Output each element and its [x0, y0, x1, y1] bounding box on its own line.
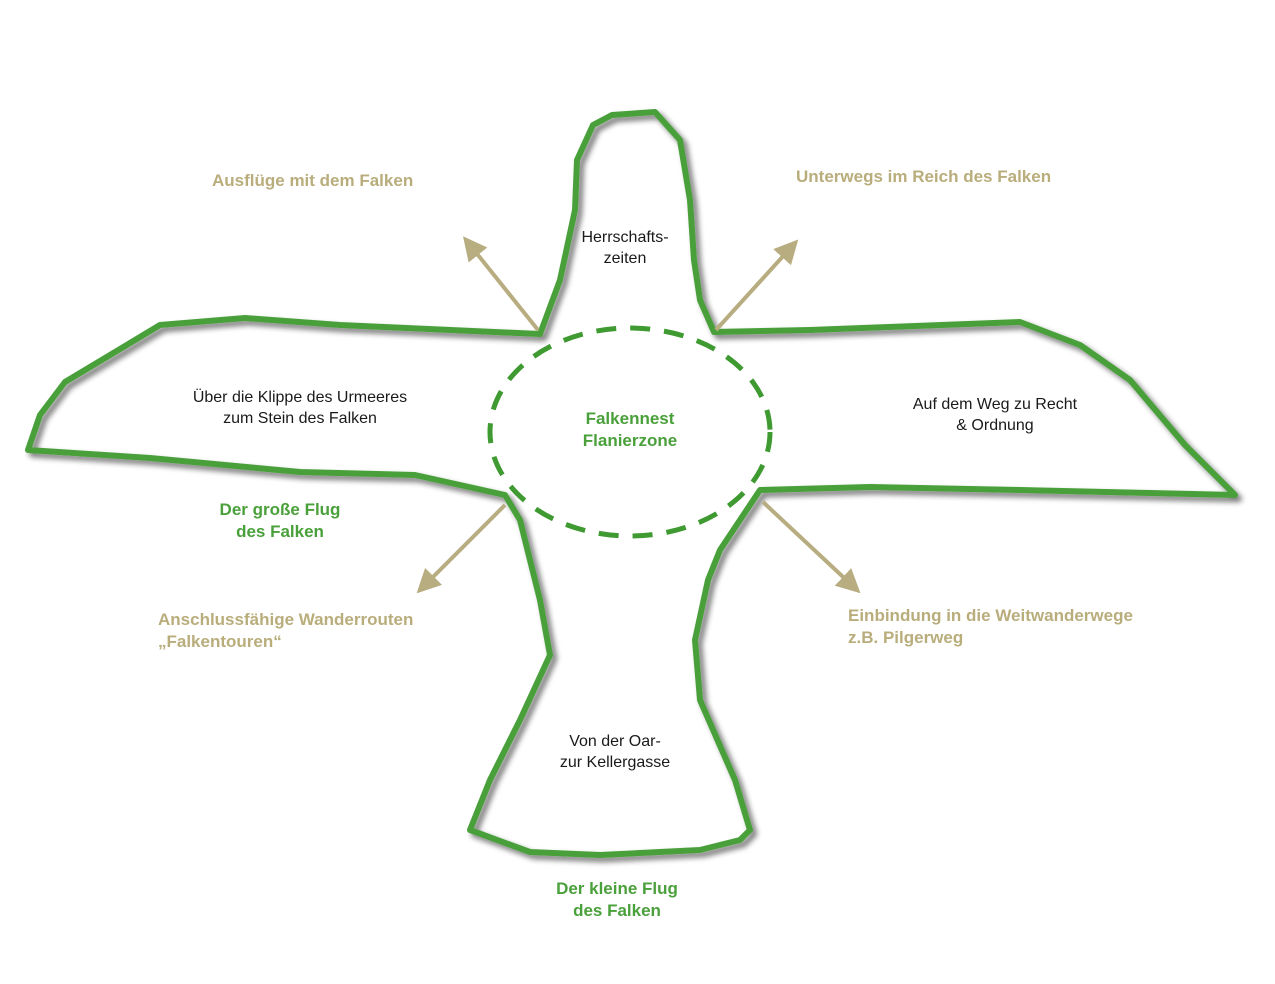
arrow-bottom-right [761, 500, 861, 594]
arrow-bottom-left [416, 503, 507, 594]
small-flight-title: Der kleine Flug des Falken [556, 879, 678, 921]
extension-bottom-left-label: Anschlussfähige Wanderrouten „Falkentour… [158, 610, 414, 652]
arrow-top-left [463, 236, 540, 332]
extension-top-left-label: Ausflüge mit dem Falken [212, 171, 414, 190]
nest-zone-label: Falkennest Flanierzone [582, 409, 678, 451]
nest-zone-ellipse [487, 325, 773, 539]
arrow-top-right [714, 239, 799, 332]
extension-top-right-label: Unterwegs im Reich des Falken [796, 167, 1052, 186]
extension-bottom-right-label: Einbindung in die Weitwanderwege z.B. Pi… [848, 606, 1133, 648]
head-zone-label: Herrschafts- zeiten [581, 229, 669, 267]
right-wing-zone-label: Auf dem Weg zu Recht & Ordnung [912, 396, 1078, 434]
falcon-outline [25, 109, 1238, 858]
left-wing-zone-label: Über die Klippe des Urmeeres zum Stein d… [192, 389, 408, 427]
great-flight-title: Der große Flug des Falken [219, 500, 341, 542]
tail-zone-label: Von der Oar- zur Kellergasse [559, 733, 671, 771]
